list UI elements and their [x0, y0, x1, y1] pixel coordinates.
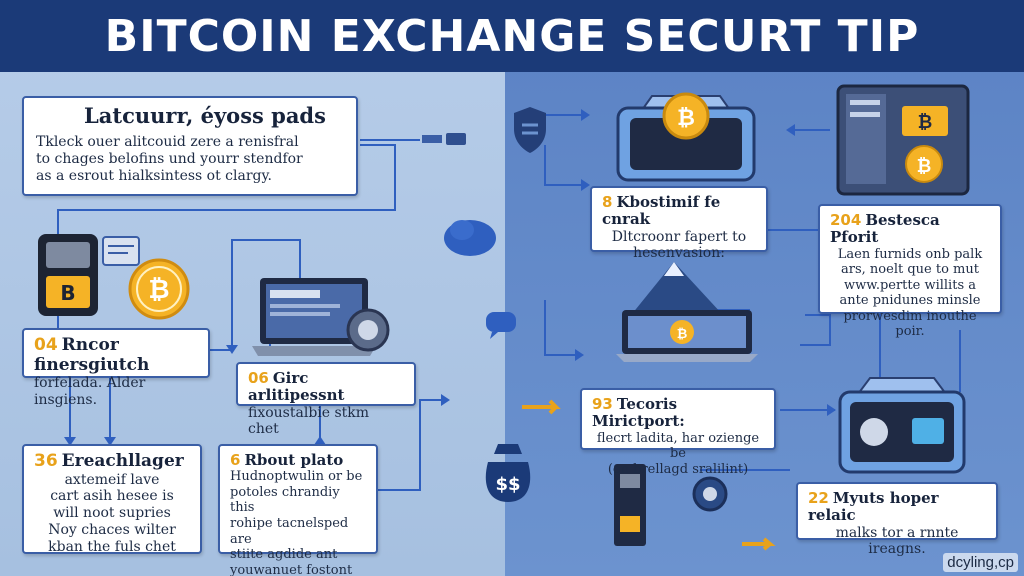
device-icon — [838, 377, 966, 474]
svg-text:₿: ₿ — [917, 156, 932, 177]
tip-body-line: ars, noelt que to mut — [841, 262, 979, 278]
server-icon: ₿ — [616, 92, 756, 182]
tip-body-line: hesenvasion: — [633, 245, 725, 262]
tip-title: Ereachllager — [61, 451, 184, 471]
card-icon — [102, 236, 140, 266]
tip-body-line: Hudnoptwulin or be — [230, 469, 363, 485]
tip-body-line: fixoustalbie stkm chet — [248, 404, 370, 438]
watermark: dcyling,cp — [943, 553, 1018, 572]
tip-body-line: Laen furnids onb palk — [837, 246, 983, 262]
tip-body-line: to chages belofins und yourr stendfor — [36, 150, 303, 167]
svg-text:₿: ₿ — [677, 327, 688, 342]
tip-body-line: axtemeif lave — [64, 471, 160, 488]
tip-body-line: Noy chaces wilter — [48, 521, 176, 538]
svg-text:₿: ₿ — [677, 106, 695, 131]
tip-title: Kbostimif fe cnrak — [602, 193, 721, 229]
tip-number: 6 — [230, 451, 241, 469]
tip-body-line: malks tor a rnnte ireagns. — [835, 524, 959, 558]
tip-number: 8 — [602, 193, 613, 211]
tip-body-line: will noot supries — [53, 505, 171, 522]
arrow-icon — [522, 399, 561, 415]
shield-icon — [514, 107, 546, 153]
money-symbol: $$ — [495, 474, 520, 495]
tip-body-line: Tkleck ouer alitcouid zere a renisfral — [36, 134, 299, 151]
tip-body-line: prorwesdim inouthe poir. — [843, 308, 977, 340]
tip-number: 36 — [34, 451, 58, 471]
tip-title: Rbout plato — [244, 451, 344, 469]
tip-number: 93 — [592, 395, 613, 413]
tip-body-line: flecrt ladita, har ozienge be — [596, 430, 760, 462]
tip-title: Tecoris Mirictport: — [592, 395, 685, 431]
tip-title: Rncor finersgiutch — [34, 335, 150, 375]
tip-body-line: Dltcroonr fapert to — [611, 228, 747, 245]
tip-number: 22 — [808, 489, 829, 507]
tip-title: Bestesca Pforit — [830, 211, 940, 247]
tip-number: 06 — [248, 369, 269, 387]
laptop-icon — [252, 278, 390, 356]
tip-number: 04 — [34, 335, 58, 355]
tip-title: Myuts hoper relaic — [808, 489, 939, 525]
cloud-icon — [444, 220, 496, 256]
tip-title: Latcuurr, éyoss pads — [84, 103, 326, 128]
tip-box-1: Latcuurr, éyoss pads Tkleck ouer alitcou… — [22, 96, 358, 196]
tip-body-line: www.pertte willits a — [843, 277, 976, 293]
tip-body-line: cart asih hesee is — [50, 488, 174, 505]
gear-icon — [692, 476, 728, 512]
tip-body-line: ante pnidunes minsle — [839, 293, 981, 309]
device-symbol: B — [60, 281, 75, 305]
chat-icon — [486, 312, 516, 339]
tip-number: 204 — [830, 211, 862, 229]
monitor-icon: ₿ ₿ — [836, 84, 970, 196]
bitcoin-icon: ₿ — [128, 258, 190, 320]
tip-body-line: (en brellagd sralilint) — [607, 461, 749, 477]
page-title: BITCOIN EXCHANGE SECURT TIP — [104, 10, 920, 62]
tip-body-line: as a esrout hialksintess ot clargy. — [36, 167, 272, 184]
header-bar: BITCOIN EXCHANGE SECURT TIP — [0, 0, 1024, 72]
svg-text:₿: ₿ — [918, 112, 933, 133]
phone-icon: B — [38, 234, 98, 316]
arrow-icon — [742, 537, 776, 551]
tip-body-line: kban the fuls chet — [48, 538, 176, 555]
tip-body-line: stiite agdide ant — [230, 547, 338, 563]
tip-body-line: rohipe tacnelsped are — [230, 516, 349, 547]
plug-icon — [422, 133, 466, 145]
dollar-icon: $$ — [485, 444, 531, 502]
tip-body-line: youwanuet fostont — [230, 562, 353, 576]
tip-body-line: forfelada. Alder insgiens. — [34, 375, 146, 408]
tip-body-line: potoles chrandiy this — [230, 484, 340, 516]
coin-symbol: ₿ — [148, 275, 169, 305]
tower-icon — [614, 464, 646, 546]
tip-title: Girc arlitipessnt — [248, 369, 345, 405]
mountain-icon: ₿ — [616, 262, 758, 362]
